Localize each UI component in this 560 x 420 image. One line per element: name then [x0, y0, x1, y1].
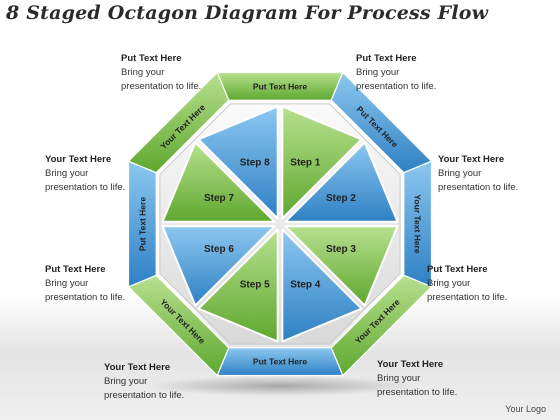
- callout-bottom-left: Your Text Here Bring your presentation t…: [104, 361, 184, 403]
- callout-heading: Put Text Here: [356, 53, 417, 64]
- inner-octagon: [159, 103, 401, 345]
- step-wedge: [281, 105, 363, 220]
- step-wedge: [284, 141, 399, 223]
- callout-line: presentation to life.: [427, 292, 508, 303]
- logo-text: Your Logo: [505, 404, 546, 414]
- diagram-shadow: [145, 376, 415, 396]
- callout-heading: Your Text Here: [377, 359, 444, 370]
- rim-label: Put Text Here: [253, 81, 307, 91]
- callout-heading: Your Text Here: [45, 154, 112, 165]
- callout-bottom-right: Your Text Here Bring your presentation t…: [377, 358, 457, 400]
- callout-heading: Put Text Here: [45, 264, 106, 275]
- callout-line: Bring your: [104, 376, 148, 387]
- callout-line: Bring your: [356, 67, 400, 78]
- rim-label: Put Text Here: [137, 197, 147, 251]
- callout-line: presentation to life.: [356, 81, 437, 92]
- rim-label: Your Text Here: [413, 194, 423, 253]
- diagram-title: 8 Staged Octagon Diagram For Process Flo…: [6, 2, 489, 24]
- step-label: Step 1: [290, 158, 320, 169]
- callout-heading: Put Text Here: [427, 264, 488, 275]
- octagon-rim: [127, 71, 433, 377]
- rim-segment: [127, 71, 230, 174]
- rim-label: Put Text Here: [253, 357, 307, 367]
- step-wedge: [281, 228, 363, 343]
- callout-line: presentation to life.: [377, 387, 458, 398]
- callout-upper-left: Your Text Here Bring your presentation t…: [45, 153, 125, 195]
- callout-top-left: Put Text Here Bring your presentation to…: [121, 52, 201, 94]
- step-label: Step 3: [326, 244, 356, 255]
- step-wedge: [161, 141, 276, 223]
- callout-line: Bring your: [45, 168, 89, 179]
- step-label: Step 5: [240, 280, 270, 291]
- step-wedges: [161, 105, 399, 343]
- callout-heading: Your Text Here: [438, 154, 505, 165]
- callout-upper-right: Your Text Here Bring your presentation t…: [438, 153, 518, 195]
- step-label: Step 6: [204, 244, 234, 255]
- step-wedge: [161, 225, 276, 307]
- step-wedge: [197, 228, 279, 343]
- callout-line: presentation to life.: [45, 292, 126, 303]
- step-label: Step 8: [240, 158, 270, 169]
- callout-heading: Put Text Here: [121, 53, 182, 64]
- step-labels: Step 1 Step 2 Step 3 Step 4 Step 5 Step 6 Step…: [204, 158, 356, 291]
- callout-line: Bring your: [438, 168, 482, 179]
- step-label: Step 2: [326, 193, 356, 204]
- callout-line: Bring your: [377, 373, 421, 384]
- callout-top-right: Put Text Here Bring your presentation to…: [356, 52, 436, 94]
- callout-line: presentation to life.: [438, 182, 519, 193]
- callout-line: presentation to life.: [45, 182, 126, 193]
- callout-line: Bring your: [45, 278, 89, 289]
- callout-line: Bring your: [427, 278, 471, 289]
- callout-lower-left: Put Text Here Bring your presentation to…: [45, 263, 125, 305]
- step-label: Step 4: [290, 280, 320, 291]
- callout-line: presentation to life.: [121, 81, 202, 92]
- callout-lower-right: Put Text Here Bring your presentation to…: [427, 263, 507, 305]
- callout-line: Bring your: [121, 67, 165, 78]
- callout-line: presentation to life.: [104, 390, 185, 401]
- step-wedge: [284, 225, 399, 307]
- step-wedge: [197, 105, 279, 220]
- step-label: Step 7: [204, 193, 234, 204]
- callout-heading: Your Text Here: [104, 362, 171, 373]
